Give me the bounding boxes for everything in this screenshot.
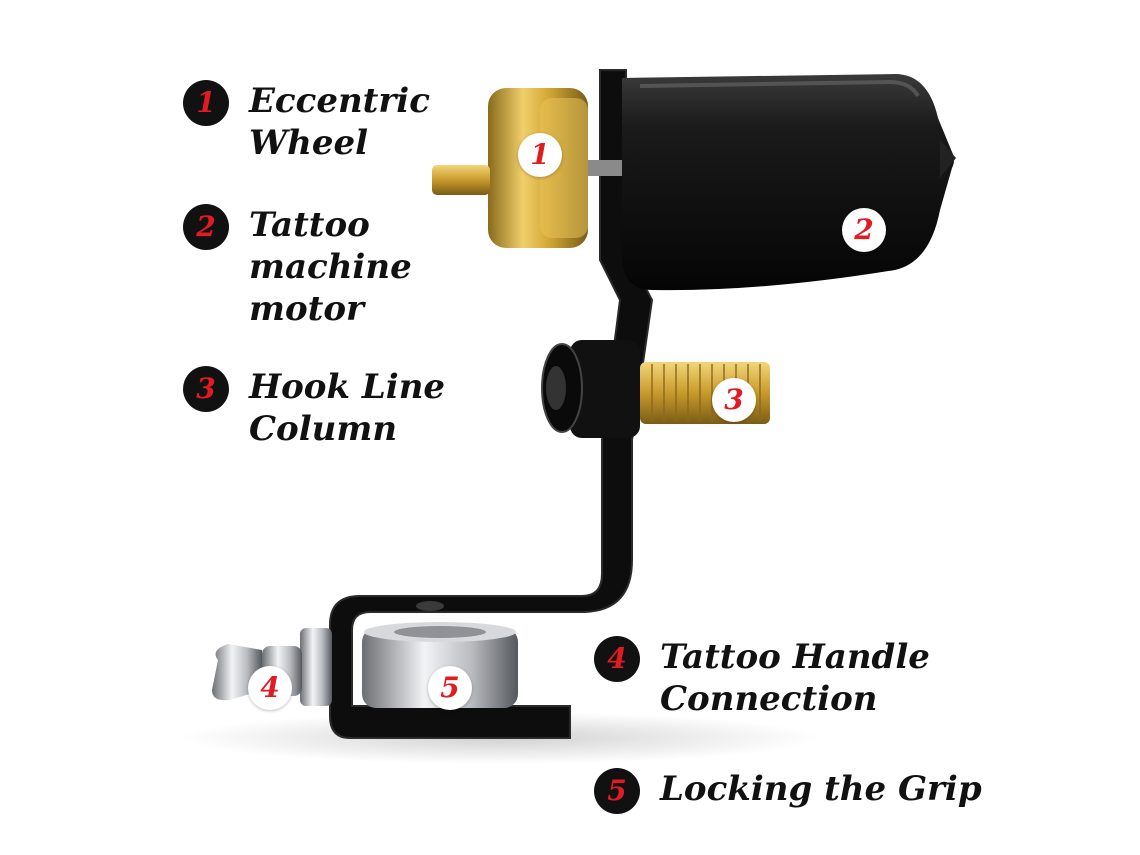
legend-label: Hook Line Column xyxy=(249,367,446,449)
legend-label: Eccentric Wheel xyxy=(249,81,430,163)
marker-5: 5 xyxy=(428,666,472,710)
legend-badge: 4 xyxy=(594,636,640,682)
legend-badge: 1 xyxy=(183,80,229,126)
legend-label: Tattoo machine motor xyxy=(249,205,412,329)
legend-item-eccentric-wheel: 1 Eccentric Wheel xyxy=(183,80,430,164)
legend-item-motor: 2 Tattoo machine motor xyxy=(183,204,412,330)
marker-2: 2 xyxy=(842,208,886,252)
marker-4: 4 xyxy=(248,666,292,710)
legend-badge: 3 xyxy=(183,366,229,412)
legend-label: Locking the Grip xyxy=(660,769,982,809)
legend-badge: 2 xyxy=(183,204,229,250)
legend-item-locking-grip: 5 Locking the Grip xyxy=(594,768,982,814)
legend-badge: 5 xyxy=(594,768,640,814)
legend-item-hook-line-column: 3 Hook Line Column xyxy=(183,366,445,450)
marker-3: 3 xyxy=(712,378,756,422)
legend-item-handle-connection: 4 Tattoo Handle Connection xyxy=(594,636,930,720)
motor-body xyxy=(622,74,956,291)
legend-label: Tattoo Handle Connection xyxy=(660,637,930,719)
marker-1: 1 xyxy=(518,133,562,177)
frame-bracket xyxy=(329,69,654,739)
